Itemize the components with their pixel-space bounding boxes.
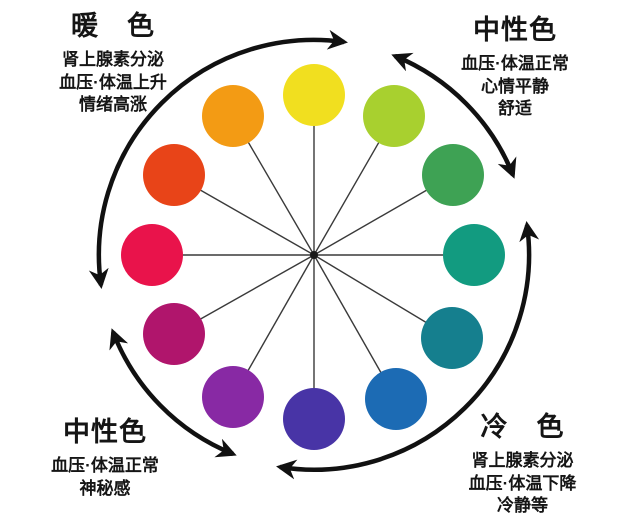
color-dot-teal-green bbox=[443, 224, 505, 286]
color-dot-yellow bbox=[283, 64, 345, 126]
color-dot-crimson bbox=[121, 224, 183, 286]
color-dots bbox=[121, 64, 505, 450]
neutral-top-sector-arrow bbox=[391, 52, 517, 179]
warm-colors-label-block: 暖 色 肾上腺素分泌 血压·体温上升 情绪高涨 bbox=[18, 4, 208, 117]
color-dot-magenta bbox=[143, 303, 205, 365]
warm-line-2: 血压·体温上升 bbox=[59, 72, 167, 92]
warm-sector-arrow bbox=[88, 29, 348, 289]
neutral-top-line-1: 血压·体温正常 bbox=[461, 54, 569, 73]
color-dot-yellow-green bbox=[363, 85, 425, 147]
neutral-bottom-title: 中性色 bbox=[63, 417, 147, 447]
color-dot-orange bbox=[202, 85, 264, 147]
warm-colors-title: 暖 色 bbox=[71, 11, 155, 41]
sector-arrows bbox=[88, 29, 540, 480]
warm-line-3: 情绪高涨 bbox=[79, 95, 147, 114]
neutral-top-label-block: 中性色 血压·体温正常 心情平静 舒适 bbox=[420, 8, 610, 121]
cold-sector-arrow bbox=[276, 221, 540, 480]
wheel-hub-dot bbox=[310, 251, 318, 259]
neutral-top-title: 中性色 bbox=[473, 15, 557, 45]
cold-line-1: 肾上腺素分泌 bbox=[471, 451, 574, 470]
neutral-bottom-line-2: 神秘感 bbox=[79, 478, 131, 498]
color-dot-green bbox=[422, 144, 484, 206]
neutral-top-line-2: 心情平静 bbox=[481, 76, 549, 96]
color-dot-teal-blue bbox=[421, 307, 483, 369]
neutral-bottom-label-block: 中性色 血压·体温正常 神秘感 bbox=[10, 410, 200, 500]
neutral-top-line-3: 舒适 bbox=[498, 99, 532, 118]
neutral-bottom-sector-arrow bbox=[109, 328, 237, 458]
neutral-bottom-line-1: 血压·体温正常 bbox=[51, 456, 159, 475]
color-dot-red-orange bbox=[143, 144, 205, 206]
color-dot-blue-violet bbox=[283, 388, 345, 450]
warm-line-1: 肾上腺素分泌 bbox=[62, 50, 164, 69]
cold-colors-label-block: 冷 色 肾上腺素分泌 血压·体温下降 冷静等 bbox=[425, 405, 620, 518]
cold-colors-title: 冷 色 bbox=[480, 412, 565, 442]
cold-line-3: 冷静等 bbox=[497, 496, 548, 515]
color-dot-purple bbox=[202, 366, 264, 428]
color-dot-blue bbox=[365, 368, 427, 430]
cold-line-2: 血压·体温下降 bbox=[468, 473, 577, 493]
